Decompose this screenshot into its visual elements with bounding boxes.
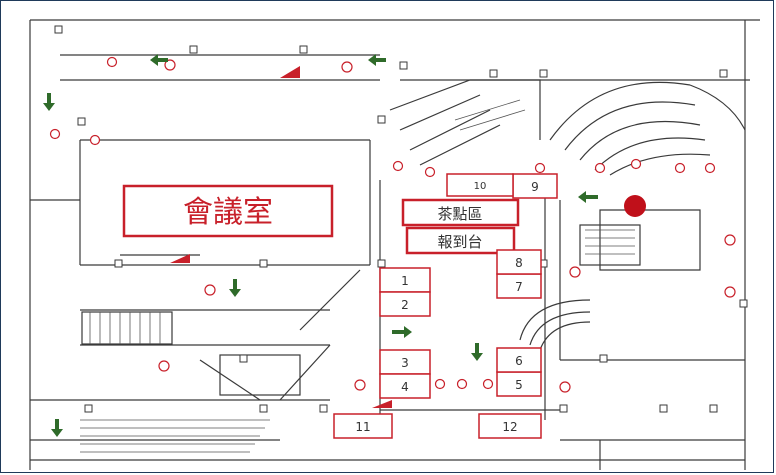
- booth-10: 10: [446, 173, 514, 197]
- green-arrow-icon: [150, 54, 168, 66]
- booth-number: 9: [531, 180, 539, 194]
- booth-number: 6: [515, 354, 523, 368]
- c-mark-icon: [204, 284, 216, 296]
- hydrant-icon: [106, 56, 118, 68]
- c-mark-icon: [724, 286, 736, 298]
- c-mark-icon: [354, 379, 366, 391]
- conference-room-box: [122, 184, 334, 238]
- hydrant-icon: [704, 162, 716, 174]
- booth-number: 3: [401, 356, 409, 370]
- hydrant-icon: [89, 134, 101, 146]
- booth-number: 5: [515, 378, 523, 392]
- booth-number: 7: [515, 280, 523, 294]
- column-markers: [54, 25, 748, 413]
- building-outline: [29, 19, 760, 470]
- booth-number: 4: [401, 380, 409, 394]
- tea-area-box: [401, 198, 520, 227]
- booth-number: 8: [515, 256, 523, 270]
- booth-2: 2: [379, 291, 431, 317]
- hydrant-icon: [49, 128, 61, 140]
- booth-6: 6: [496, 347, 542, 373]
- booth-number: 2: [401, 298, 409, 312]
- booth-boxes: 1 2 3 4 5 6 7 8: [333, 173, 558, 439]
- hydrant-markers: [49, 56, 716, 390]
- c-mark-icon: [724, 234, 736, 246]
- booth-7: 7: [496, 273, 542, 299]
- registration-label: 報到台: [437, 233, 482, 251]
- green-arrow-icon: [471, 343, 483, 361]
- hydrant-icon: [392, 160, 404, 172]
- booth-number: 10: [474, 181, 487, 192]
- hydrant-icon: [594, 162, 606, 174]
- booth-number: 12: [502, 420, 517, 434]
- hydrant-icon: [630, 158, 642, 170]
- direction-arrows: [43, 54, 598, 437]
- registration-box: [405, 226, 516, 255]
- booth-1: 1: [379, 267, 431, 293]
- conference-room-label: 會議室: [183, 195, 273, 230]
- red-dot-icon: [624, 195, 646, 217]
- tea-area-label: 茶點區: [437, 205, 482, 223]
- booth-9: 9: [512, 173, 558, 199]
- hydrant-icon: [456, 378, 468, 390]
- c-mark-icon: [559, 381, 571, 393]
- green-arrow-icon: [51, 419, 63, 437]
- c-mark-icon: [341, 61, 353, 73]
- booth-11: 11: [333, 413, 393, 439]
- red-flags: [170, 66, 392, 408]
- booth-5: 5: [496, 371, 542, 397]
- stair-hatching: [80, 99, 635, 453]
- hydrant-icon: [434, 378, 446, 390]
- booth-8: 8: [496, 249, 542, 275]
- c-mark-icon: [164, 59, 176, 71]
- booth-12: 12: [478, 413, 542, 439]
- booth-number: 11: [355, 420, 370, 434]
- hydrant-icon: [534, 162, 546, 174]
- green-arrow-icon: [43, 93, 55, 111]
- green-arrow-icon: [229, 279, 241, 297]
- hydrant-icon: [674, 162, 686, 174]
- booth-4: 4: [379, 373, 431, 399]
- c-mark-icon: [569, 266, 581, 278]
- booth-3: 3: [379, 349, 431, 375]
- hydrant-icon: [424, 166, 436, 178]
- c-mark-icon: [158, 360, 170, 372]
- hydrant-icon: [482, 378, 494, 390]
- booth-number: 1: [401, 274, 409, 288]
- green-arrow-icon: [368, 54, 386, 66]
- green-arrow-icon: [578, 191, 598, 203]
- c-marks: [158, 59, 736, 393]
- green-arrow-icon: [392, 326, 412, 338]
